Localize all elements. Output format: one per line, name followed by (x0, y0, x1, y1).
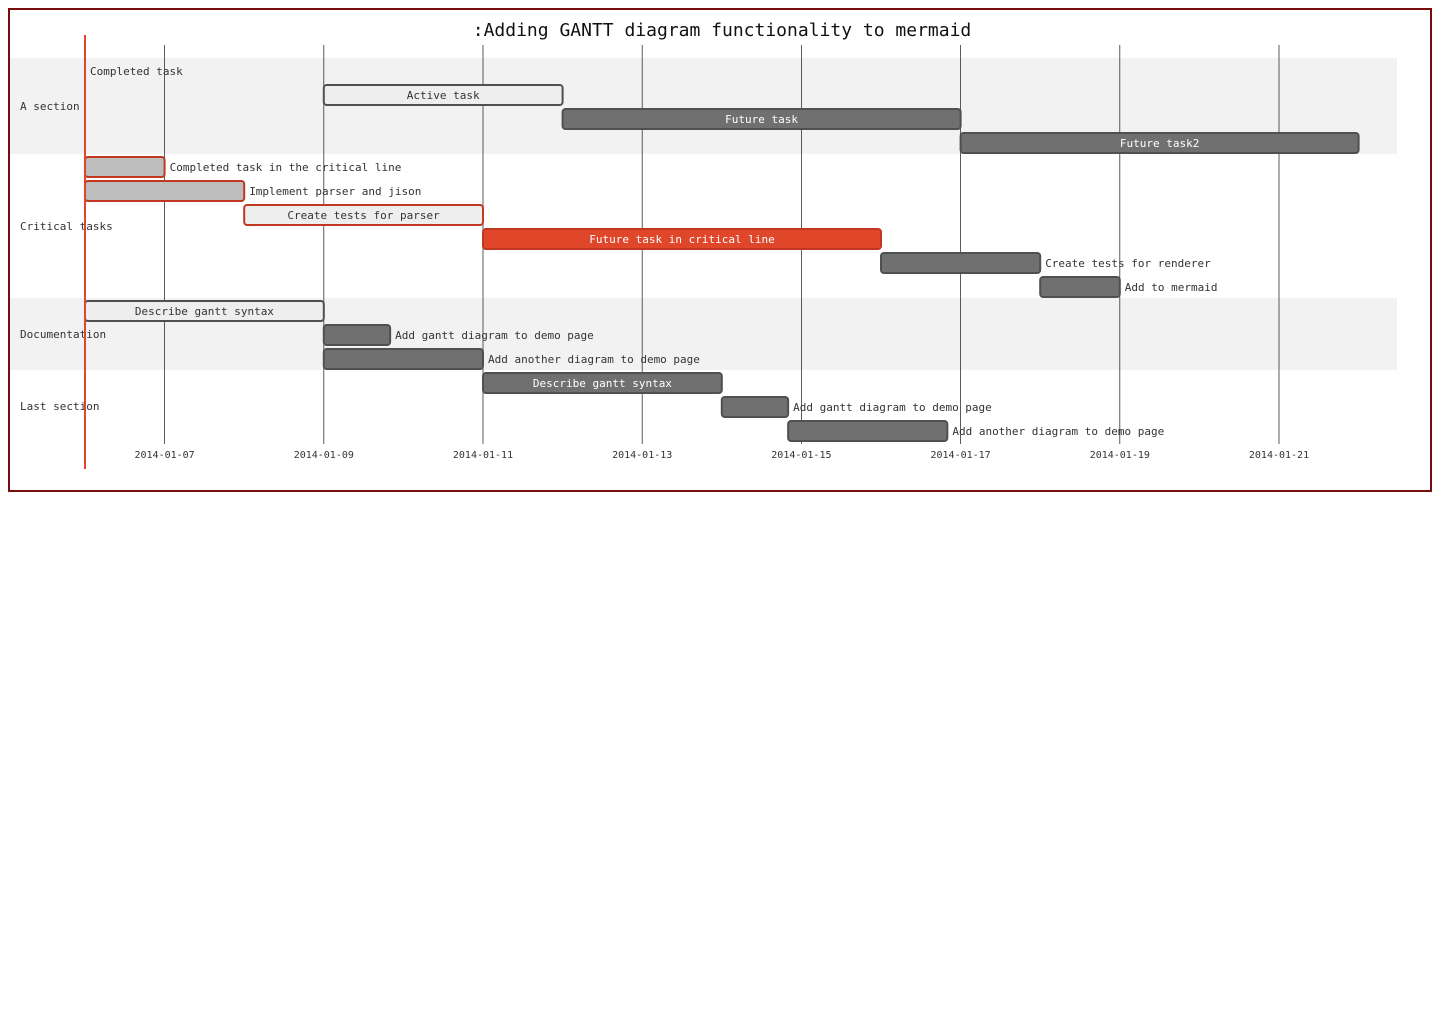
task-label: Completed task (90, 65, 183, 78)
task-label: Add another diagram to demo page (488, 353, 700, 366)
section-label: Documentation (20, 328, 106, 341)
section-bands (10, 58, 1397, 370)
section-label: Critical tasks (20, 220, 113, 233)
task-label: Add gantt diagram to demo page (793, 401, 992, 414)
x-tick-label: 2014-01-11 (453, 450, 513, 461)
diagram-title: :Adding GANTT diagram functionality to m… (473, 20, 972, 41)
task-bar (84, 180, 246, 202)
task-label: Implement parser and jison (249, 185, 421, 198)
task-bar (720, 396, 790, 418)
task-bar (561, 108, 962, 130)
task-label: Active task (407, 89, 480, 102)
x-tick-label: 2014-01-13 (612, 450, 672, 461)
x-tick-label: 2014-01-19 (1090, 450, 1150, 461)
x-tick-label: 2014-01-17 (930, 450, 990, 461)
task-bar (482, 372, 723, 394)
x-tick-label: 2014-01-15 (771, 450, 831, 461)
section-label: Last section (20, 400, 99, 413)
task-bar (787, 420, 949, 442)
gantt-diagram-frame: 2014-01-07 2014-01-09 2014-01-11 2014-01-13… (8, 8, 1432, 492)
task-label: Add gantt diagram to demo page (395, 329, 594, 342)
task-label: Add to mermaid (1125, 281, 1218, 294)
task-bar (1039, 276, 1121, 298)
task-label: Create tests for renderer (1045, 257, 1211, 270)
task-label: Create tests for parser (287, 209, 440, 222)
task-label: Future task (725, 113, 798, 126)
gantt-diagram: 2014-01-07 2014-01-09 2014-01-11 2014-01-13… (10, 20, 1397, 469)
x-tick-label: 2014-01-09 (294, 450, 354, 461)
section-label: A section (20, 100, 80, 113)
x-tick-label: 2014-01-21 (1249, 450, 1309, 461)
task-bar (880, 252, 1042, 274)
task-bar (84, 156, 166, 178)
task-label: Describe gantt syntax (135, 305, 274, 318)
task-bar (322, 348, 484, 370)
task-bar (322, 84, 564, 106)
task-label: Future task in critical line (589, 233, 774, 246)
task-label: Add another diagram to demo page (952, 425, 1164, 438)
x-tick-label: 2014-01-07 (134, 450, 194, 461)
task-label: Describe gantt syntax (533, 377, 672, 390)
task-label: Future task2 (1120, 137, 1199, 150)
task-label: Completed task in the critical line (170, 161, 402, 174)
task-bar (243, 204, 484, 226)
task-bar (959, 132, 1360, 154)
task-bar (322, 324, 392, 346)
task-bar (482, 228, 882, 250)
